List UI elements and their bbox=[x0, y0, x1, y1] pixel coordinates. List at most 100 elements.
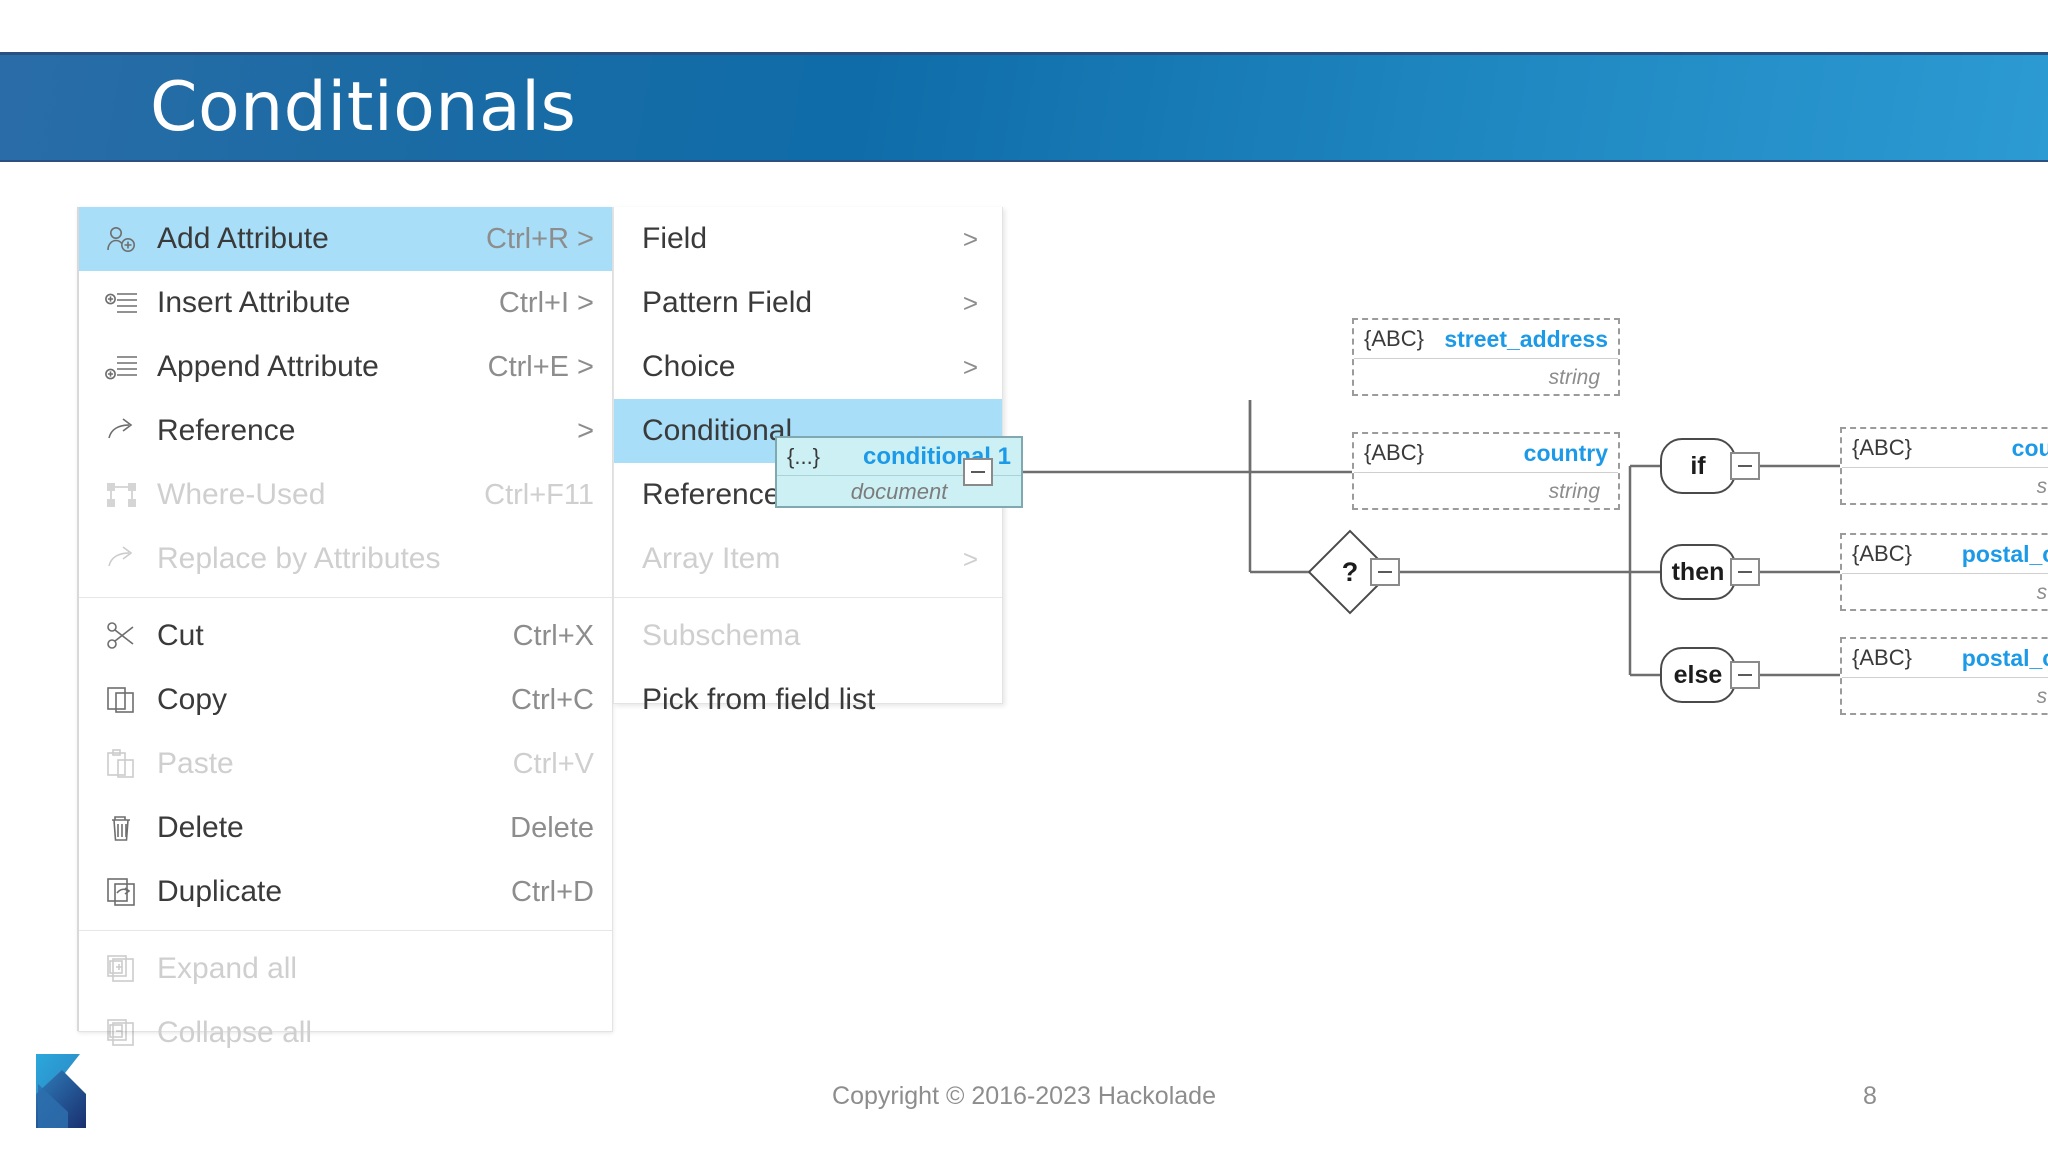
menu-item-label: Reference bbox=[157, 414, 296, 447]
delete-trash-icon bbox=[101, 808, 143, 848]
field-node-header: {ABC} postal_code bbox=[1842, 639, 2048, 678]
field-node-header: {ABC} postal_code bbox=[1842, 535, 2048, 574]
menu-item-add-attribute[interactable]: Add Attribute Ctrl+R > bbox=[79, 207, 612, 271]
add-attribute-icon bbox=[101, 219, 143, 259]
branch-pill-if[interactable]: if bbox=[1660, 438, 1736, 494]
menu-item-reference[interactable]: Reference> bbox=[79, 399, 612, 463]
menu-item-label: Where-Used bbox=[157, 478, 326, 511]
menu-item-shortcut: Ctrl+R > bbox=[486, 222, 594, 255]
condition-diamond[interactable]: ? bbox=[1307, 529, 1393, 615]
copy-pages-icon bbox=[101, 680, 143, 720]
menu-item-shortcut: Ctrl+V bbox=[512, 747, 594, 780]
branch-pill-else[interactable]: else bbox=[1660, 647, 1736, 703]
field-type: string bbox=[1548, 479, 1600, 503]
menu-item-label: Delete bbox=[157, 811, 244, 844]
field-node-header: {ABC} country bbox=[1842, 429, 2048, 468]
expand-all-plus-icon bbox=[101, 949, 143, 989]
hackolade-logo bbox=[28, 1050, 94, 1132]
menu-item-label: Cut bbox=[157, 619, 204, 652]
cut-scissors-icon bbox=[101, 616, 143, 656]
menu-item-shortcut: Ctrl+C bbox=[511, 683, 594, 716]
field-node-then-postal-code[interactable]: {ABC} postal_code string bbox=[1840, 533, 2048, 611]
where-used-icon bbox=[101, 475, 143, 515]
submenu-item-label: Array Item bbox=[642, 542, 781, 575]
field-node-type-row: string bbox=[1354, 473, 1618, 510]
submenu-item-label: Pattern Field bbox=[642, 286, 813, 319]
field-node-header: {ABC} country bbox=[1354, 434, 1618, 473]
abc-type-icon: {ABC} bbox=[1364, 440, 1424, 465]
reference-arrow-icon bbox=[101, 411, 143, 451]
field-node-street-address[interactable]: {ABC} street_address string bbox=[1352, 318, 1620, 396]
field-type: string bbox=[2036, 580, 2048, 604]
submenu-item-choice[interactable]: Choice> bbox=[614, 335, 1002, 399]
conditional-root-node[interactable]: {...} conditional 1 document bbox=[775, 436, 1023, 508]
field-node-type-row: string bbox=[1842, 574, 2048, 611]
collapse-toggle-else-icon[interactable] bbox=[1730, 661, 1760, 689]
field-node-country[interactable]: {ABC} country string bbox=[1352, 432, 1620, 510]
collapse-toggle-root-icon[interactable] bbox=[963, 458, 993, 486]
menu-item-delete[interactable]: Delete Delete bbox=[79, 796, 612, 860]
append-attribute-icon bbox=[101, 347, 143, 387]
field-type: string bbox=[2036, 474, 2048, 498]
chevron-right-icon: > bbox=[962, 223, 978, 254]
menu-item-label: Paste bbox=[157, 747, 234, 780]
page-number: 8 bbox=[1863, 1082, 1877, 1110]
branch-pill-then[interactable]: then bbox=[1660, 544, 1736, 600]
chevron-right-icon: > bbox=[962, 351, 978, 382]
abc-type-icon: {ABC} bbox=[1852, 645, 1912, 670]
menu-separator bbox=[79, 930, 612, 931]
menu-item-shortcut: Ctrl+F11 bbox=[484, 478, 594, 511]
menu-item-label: Replace by Attributes bbox=[157, 542, 441, 575]
abc-type-icon: {ABC} bbox=[1852, 541, 1912, 566]
schema-diagram: {...} conditional 1 document {ABC} stree… bbox=[775, 318, 2048, 960]
footer-copyright: Copyright © 2016-2023 Hackolade bbox=[832, 1082, 1216, 1110]
condition-question-mark: ? bbox=[1341, 556, 1359, 587]
submenu-item-field[interactable]: Field> bbox=[614, 207, 1002, 271]
field-name: country bbox=[1523, 439, 1608, 466]
menu-item-label: Expand all bbox=[157, 952, 298, 985]
menu-separator bbox=[79, 597, 612, 598]
menu-item-replace-by-attributes: Replace by Attributes bbox=[79, 527, 612, 591]
menu-item-shortcut: Delete bbox=[510, 811, 594, 844]
field-node-else-postal-code[interactable]: {ABC} postal_code string bbox=[1840, 637, 2048, 715]
menu-item-label: Collapse all bbox=[157, 1016, 313, 1049]
menu-item-where-used: Where-Used Ctrl+F11 bbox=[79, 463, 612, 527]
submenu-item-pick-from-field-list[interactable]: Pick from field list bbox=[614, 668, 1002, 732]
duplicate-page-icon bbox=[101, 872, 143, 912]
field-name: country bbox=[2011, 434, 2048, 461]
field-type: string bbox=[1548, 365, 1600, 389]
menu-item-expand-all: Expand all bbox=[79, 937, 612, 1001]
chevron-right-icon: > bbox=[962, 287, 978, 318]
submenu-item-label: Reference bbox=[642, 478, 781, 511]
submenu-item-subschema: Subschema bbox=[614, 604, 1002, 668]
submenu-item-label: Pick from field list bbox=[642, 683, 876, 716]
collapse-toggle-condition-icon[interactable] bbox=[1370, 558, 1400, 586]
submenu-item-label: Subschema bbox=[642, 619, 801, 652]
field-node-if-country[interactable]: {ABC} country string bbox=[1840, 427, 2048, 505]
submenu-separator bbox=[614, 597, 1002, 598]
field-node-header: {ABC} street_address bbox=[1354, 320, 1618, 359]
abc-type-icon: {ABC} bbox=[1364, 326, 1424, 351]
chevron-right-icon: > bbox=[962, 543, 978, 574]
replace-arrow-icon bbox=[101, 539, 143, 579]
collapse-toggle-if-icon[interactable] bbox=[1730, 452, 1760, 480]
submenu-item-pattern-field[interactable]: Pattern Field > bbox=[614, 271, 1002, 335]
insert-attribute-icon bbox=[101, 283, 143, 323]
field-name: postal_code bbox=[1961, 644, 2048, 671]
menu-item-collapse-all: Collapse all bbox=[79, 1001, 612, 1065]
menu-item-paste: Paste Ctrl+V bbox=[79, 732, 612, 796]
menu-item-label: Insert Attribute bbox=[157, 286, 351, 319]
menu-item-label: Add Attribute bbox=[157, 222, 329, 255]
field-name: postal_code bbox=[1961, 540, 2048, 567]
collapse-toggle-then-icon[interactable] bbox=[1730, 558, 1760, 586]
menu-item-shortcut: Ctrl+D bbox=[511, 875, 594, 908]
conditional-root-type-row: document bbox=[777, 476, 1021, 508]
slide-title-banner: Conditionals bbox=[0, 52, 2048, 162]
